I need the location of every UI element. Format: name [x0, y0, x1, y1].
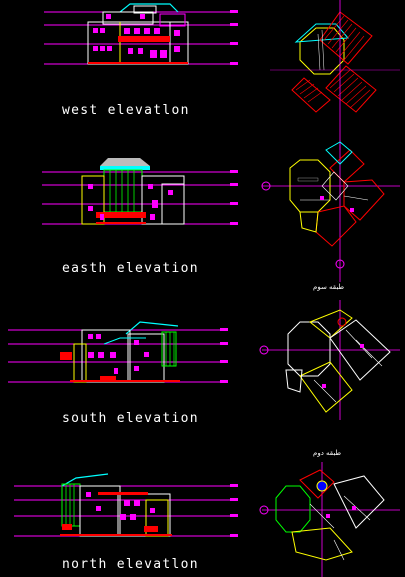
floor-plan-2-drawing [261, 140, 400, 282]
floor-plan-4-drawing [259, 462, 400, 577]
south-elevation-title: south elevation [62, 411, 199, 426]
east-elevation-title: easth elevation [62, 261, 199, 276]
floor-plan-3-drawing [259, 300, 400, 420]
east-elevation-drawing [42, 158, 238, 225]
south-elevation-drawing [8, 321, 228, 383]
north-elevation-drawing [14, 473, 238, 537]
west-elevation-drawing [44, 3, 238, 65]
north-elevation-title: north elevatlon [62, 557, 199, 572]
west-elevation-title: west elevatlon [62, 103, 190, 118]
plan-4-label: طبقه دوم [313, 449, 342, 457]
roof-plan-drawing [270, 0, 400, 150]
plan-3-label: طبقه سوم [313, 283, 345, 291]
